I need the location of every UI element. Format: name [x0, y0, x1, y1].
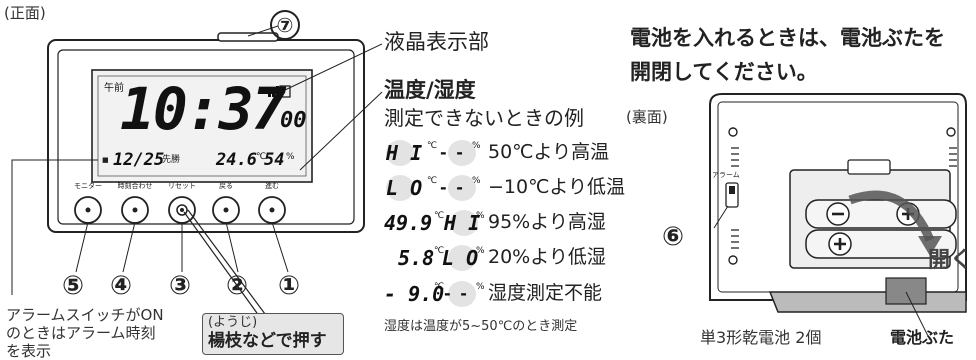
signal-strength-icon	[268, 85, 291, 98]
lcd-percent-unit: %	[286, 152, 295, 162]
alarm-note-line1: アラームスイッチがON	[6, 306, 164, 324]
temp-leader	[299, 91, 383, 171]
lcd-alarm-mark: ■	[102, 156, 109, 164]
example-5-desc: 湿度測定不能	[488, 282, 603, 304]
example-3-temp: 49.9	[384, 211, 433, 235]
example-2-celsius: ℃	[427, 176, 438, 186]
battery-cover-label: 電池ぶた	[890, 328, 955, 347]
example-5-hum: - -	[444, 284, 469, 303]
lcd-date: 12/25	[113, 150, 165, 170]
open-arrow-label: 開く	[928, 248, 973, 273]
toothpick-instruction: 楊枝などで押す	[208, 331, 327, 351]
marker-6: ⑥	[662, 222, 685, 252]
toothpick-callout	[202, 313, 344, 355]
example-4-celsius: ℃	[434, 246, 445, 256]
lcd-leader	[284, 43, 383, 91]
lcd-am-indicator: 午前	[104, 83, 124, 94]
button-label-back: 戻る	[219, 182, 233, 190]
example-5-celsius: ℃	[434, 282, 445, 292]
button-marker-4: ④	[110, 271, 133, 301]
button-label-monitor: モニター	[74, 182, 102, 190]
example-4-percent: %	[476, 246, 485, 256]
alarm-note-line3: を表示	[6, 342, 52, 360]
example-5-percent: %	[476, 282, 485, 292]
humidity-range-note: 湿度は温度が5~50℃のとき測定	[384, 319, 578, 334]
button-marker-2: ②	[226, 271, 249, 301]
button-marker-1: ①	[278, 271, 301, 301]
cannot-measure-title: 測定できないときの例	[384, 106, 584, 130]
lcd-section-label: 液晶表示部	[384, 30, 489, 54]
button-leader-lines	[75, 209, 289, 321]
lcd-celsius-unit: ℃	[256, 152, 267, 162]
lcd-seconds: 00	[280, 108, 307, 133]
example-1-celsius: ℃	[427, 141, 438, 151]
button-marker-3: ③	[169, 271, 192, 301]
example-1-temp: H I	[386, 141, 423, 165]
example-3-celsius: ℃	[434, 211, 445, 221]
example-2-percent: %	[472, 176, 481, 186]
temp-humid-title: 温度/湿度	[384, 78, 476, 102]
example-1-hum: - -	[440, 143, 465, 162]
button-label-time-set: 時刻合わせ	[117, 182, 153, 190]
lcd-inner	[97, 75, 307, 177]
example-4-temp: 5.8	[398, 246, 435, 270]
clock-back-drawing	[709, 93, 967, 341]
battery-title-line1: 電池を入れるときは、電池ぶたを	[630, 26, 945, 50]
example-3-percent: %	[476, 211, 485, 221]
lcd-time: 10:37	[120, 75, 287, 143]
button-label-reset: リセット	[168, 182, 196, 190]
button-marker-5: ⑤	[62, 271, 85, 301]
back-alarm-switch-label: アラーム	[712, 171, 740, 179]
lcd-window	[91, 69, 313, 183]
marker-7: ⑦	[270, 10, 300, 40]
battery-spec: 単3形乾電池 2個	[700, 328, 822, 347]
example-2-temp: L O	[386, 176, 423, 200]
example-4-hum: L O	[442, 246, 479, 270]
button-label-forward: 進む	[265, 182, 279, 190]
battery-title-line2: 開閉してください。	[630, 60, 818, 84]
example-1-desc: 50℃より高温	[488, 141, 610, 163]
lcd-temperature: 24.6	[216, 150, 257, 170]
toothpick-reading: (ようじ)	[208, 315, 258, 330]
back-view-label: (裏面)	[626, 108, 668, 126]
lcd-humidity: 54	[264, 150, 285, 170]
example-1-percent: %	[472, 141, 481, 151]
example-highlights	[386, 140, 478, 307]
clock-front-inner-frame	[57, 49, 355, 225]
top-snooze-bar	[217, 32, 279, 42]
example-3-hum: H I	[444, 211, 481, 235]
example-2-hum: - -	[440, 178, 465, 197]
alarm-leader	[11, 159, 98, 295]
example-2-desc: −10℃より低温	[488, 176, 626, 198]
lcd-weekday: 先勝	[162, 155, 181, 165]
example-3-desc: 95%より高湿	[488, 211, 606, 233]
example-4-desc: 20%より低湿	[488, 246, 606, 268]
alarm-note-line2: のときはアラーム時刻	[6, 324, 156, 342]
front-view-label: (正面)	[4, 4, 46, 22]
example-5-temp: - 9.0	[384, 282, 445, 306]
